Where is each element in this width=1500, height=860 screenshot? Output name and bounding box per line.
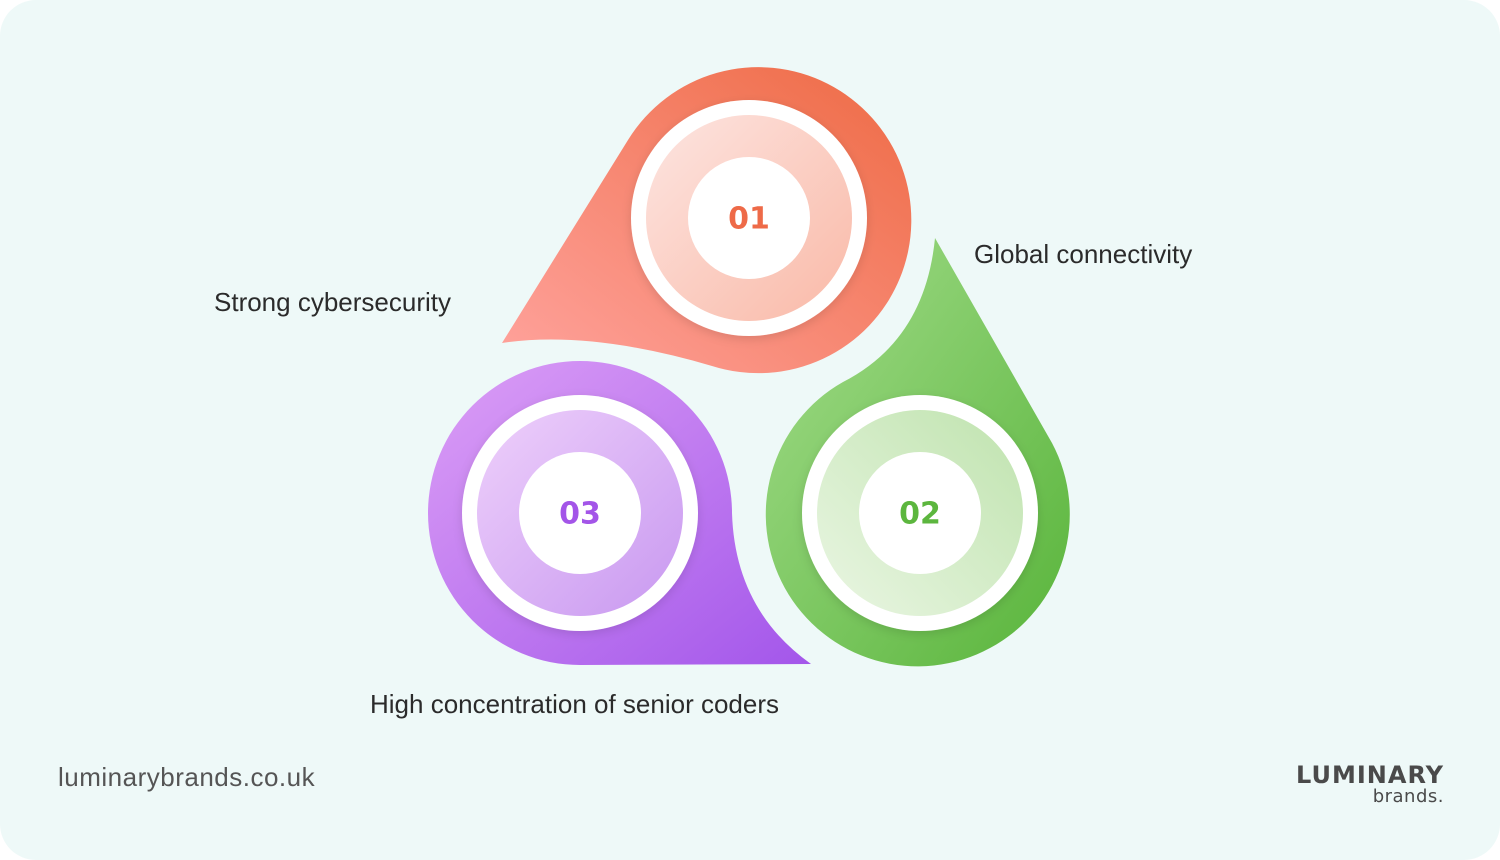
step-number-03: 03 [559,497,601,532]
logo-subline: brands. [1372,786,1444,807]
orange-center [688,157,810,279]
label-global-connectivity: Global connectivity [974,239,1193,269]
label-strong-cybersecurity: Strong cybersecurity [214,287,451,317]
green-center [859,452,981,574]
step-number-01: 01 [728,202,770,237]
luminary-brands-logo: LUMINARY brands. [1296,762,1444,806]
website-url: luminarybrands.co.uk [58,762,316,792]
step-number-02: 02 [899,497,941,532]
label-senior-coders: High concentration of senior coders [370,689,780,719]
purple-center [519,452,641,574]
logo-wordmark: LUMINARY [1296,761,1444,789]
